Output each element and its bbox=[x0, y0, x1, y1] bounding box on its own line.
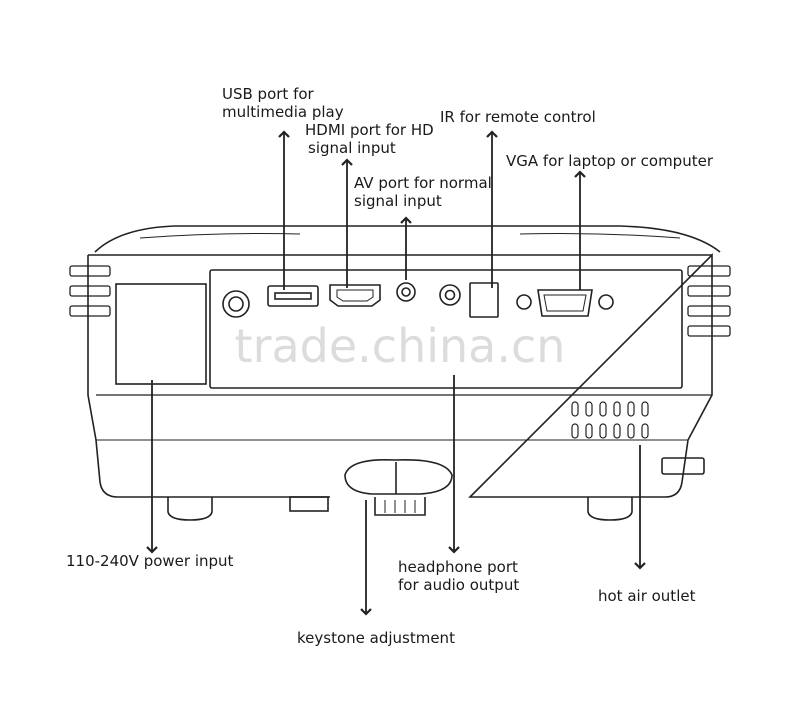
hdmi-port bbox=[329, 284, 381, 307]
usb-label-line1: USB port for bbox=[222, 85, 315, 103]
vga-label: VGA for laptop or computer bbox=[506, 152, 714, 170]
av-label-line2: signal input bbox=[354, 192, 442, 210]
power-label: 110-240V power input bbox=[66, 552, 234, 570]
av-label-line1: AV port for normal bbox=[354, 174, 492, 192]
usb-label-line2: multimedia play bbox=[222, 103, 344, 121]
callout-labels: USB port for multimedia play HDMI port f… bbox=[66, 85, 714, 647]
headphone-port bbox=[439, 284, 461, 306]
right-vent-grille bbox=[687, 265, 731, 337]
ir-receiver bbox=[469, 282, 499, 318]
left-vent-grille bbox=[69, 265, 111, 317]
av-port bbox=[396, 282, 416, 302]
hot-air-label: hot air outlet bbox=[598, 587, 696, 605]
vga-port bbox=[516, 289, 614, 317]
callout-arrows bbox=[146, 130, 646, 616]
usb-port bbox=[267, 285, 319, 307]
watermark: trade.china.cn bbox=[235, 319, 566, 373]
ir-label: IR for remote control bbox=[440, 108, 596, 126]
headphone-label-line1: headphone port bbox=[398, 558, 518, 576]
power-input-box bbox=[115, 283, 207, 385]
hot-air-vent bbox=[571, 401, 649, 439]
headphone-label-line2: for audio output bbox=[398, 576, 519, 594]
keystone-wheel bbox=[344, 458, 453, 516]
projector-body bbox=[69, 225, 731, 521]
hdmi-label-line2: signal input bbox=[308, 139, 396, 157]
keystone-label: keystone adjustment bbox=[297, 629, 455, 647]
feet bbox=[167, 496, 633, 521]
hdmi-label-line1: HDMI port for HD bbox=[305, 121, 434, 139]
connector-panel bbox=[209, 269, 683, 389]
